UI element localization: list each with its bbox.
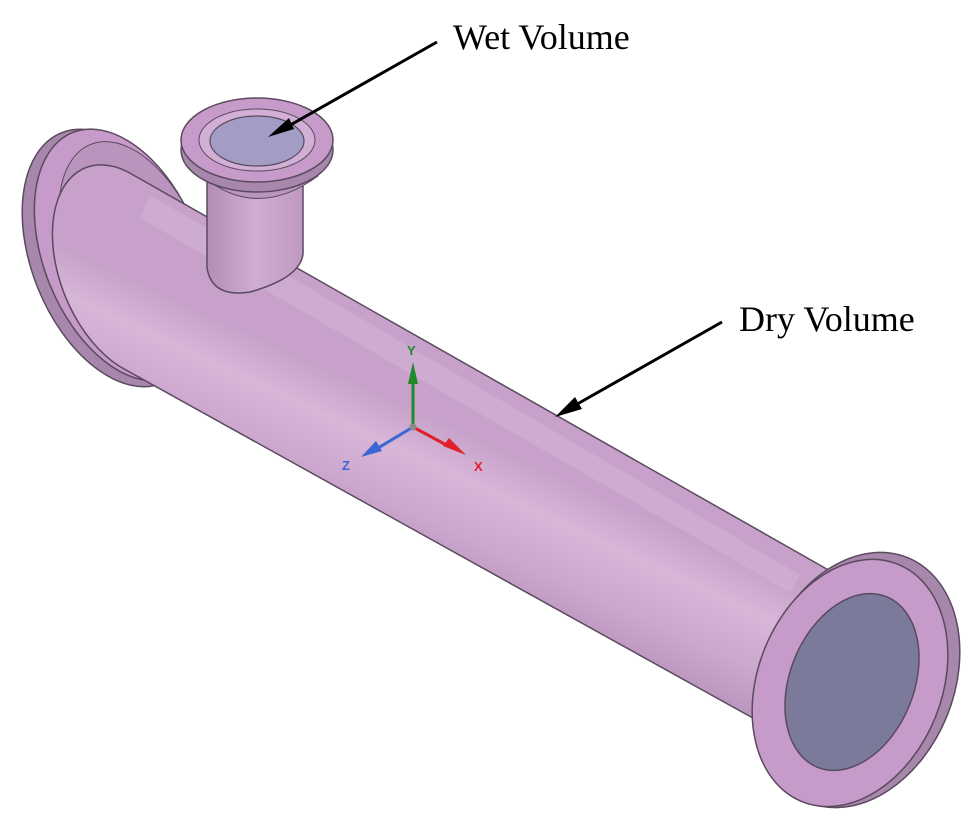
dry-volume-arrowhead xyxy=(555,397,582,417)
dry-volume-end-face xyxy=(784,592,920,772)
dry-volume-label: Dry Volume xyxy=(739,299,915,339)
dry-volume-leader xyxy=(571,320,723,409)
wet-volume-label: Wet Volume xyxy=(453,17,630,57)
x-axis-line xyxy=(412,425,451,449)
x-axis-arrow xyxy=(443,438,466,455)
wet-volume-leader xyxy=(284,40,438,130)
z-axis-line xyxy=(377,425,414,450)
coordinate-triad: Y X Z xyxy=(342,343,483,474)
triad-origin xyxy=(409,423,417,431)
x-axis-label: X xyxy=(474,459,483,474)
right-flange xyxy=(751,551,961,809)
wet-volume-arrowhead xyxy=(268,118,294,137)
y-axis-arrow xyxy=(408,362,418,384)
z-axis-arrow xyxy=(361,441,382,457)
dry-volume-callout: Dry Volume xyxy=(555,299,915,417)
z-axis-label: Z xyxy=(342,458,350,473)
y-axis-label: Y xyxy=(407,343,416,358)
wet-volume-callout: Wet Volume xyxy=(268,17,630,137)
